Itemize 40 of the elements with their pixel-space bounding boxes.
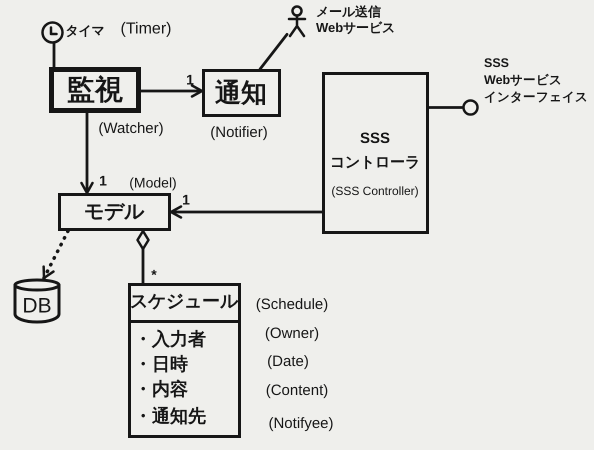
class-name: モデル — [84, 200, 144, 224]
node-label: (Timer) — [120, 19, 172, 39]
component-name: SSS コントローラ — [330, 129, 420, 173]
node-label: (Watcher) — [98, 120, 164, 138]
attribute: ・通知先 — [134, 406, 206, 428]
dotted-arrow — [42, 229, 70, 280]
database-label: DB — [22, 293, 52, 319]
multiplicity-label: 1 — [99, 172, 107, 190]
node-label: (SSS Controller) — [331, 184, 419, 198]
node-label: (Content) — [266, 382, 328, 400]
class-box — [49, 67, 141, 113]
node-label: メール送信 Webサービス — [316, 4, 396, 36]
class-box — [128, 283, 241, 438]
node-label: SSS Webサービスインターフェイス — [484, 55, 588, 106]
aggregation-line — [136, 230, 150, 284]
attribute: ・入力者 — [134, 329, 206, 351]
connector-line — [428, 106, 464, 109]
class-box — [202, 69, 281, 117]
node-label: (Notifyee) — [268, 415, 334, 433]
connector-line — [52, 42, 56, 68]
node-label: (Date) — [267, 353, 309, 371]
node-label: (Notifier) — [210, 124, 268, 142]
arrow — [170, 205, 324, 219]
class-name: スケジュール — [130, 291, 238, 313]
node-label: タイマ — [66, 23, 104, 39]
arrow — [80, 112, 94, 194]
connector-line — [258, 32, 288, 70]
node-label: (Model) — [129, 174, 177, 192]
attribute: ・日時 — [134, 354, 188, 376]
class-name: 通知 — [215, 77, 267, 109]
class-name: 監視 — [67, 73, 123, 107]
arrow — [140, 84, 204, 98]
multiplicity-label: * — [151, 266, 157, 284]
multiplicity-label: 1 — [186, 72, 194, 88]
multiplicity-label: 1 — [182, 192, 190, 208]
component-box — [322, 72, 429, 234]
node-label: (Schedule) — [256, 296, 328, 314]
class-box — [58, 193, 171, 231]
attribute: ・内容 — [134, 379, 188, 401]
node-label: (Owner) — [264, 325, 320, 343]
